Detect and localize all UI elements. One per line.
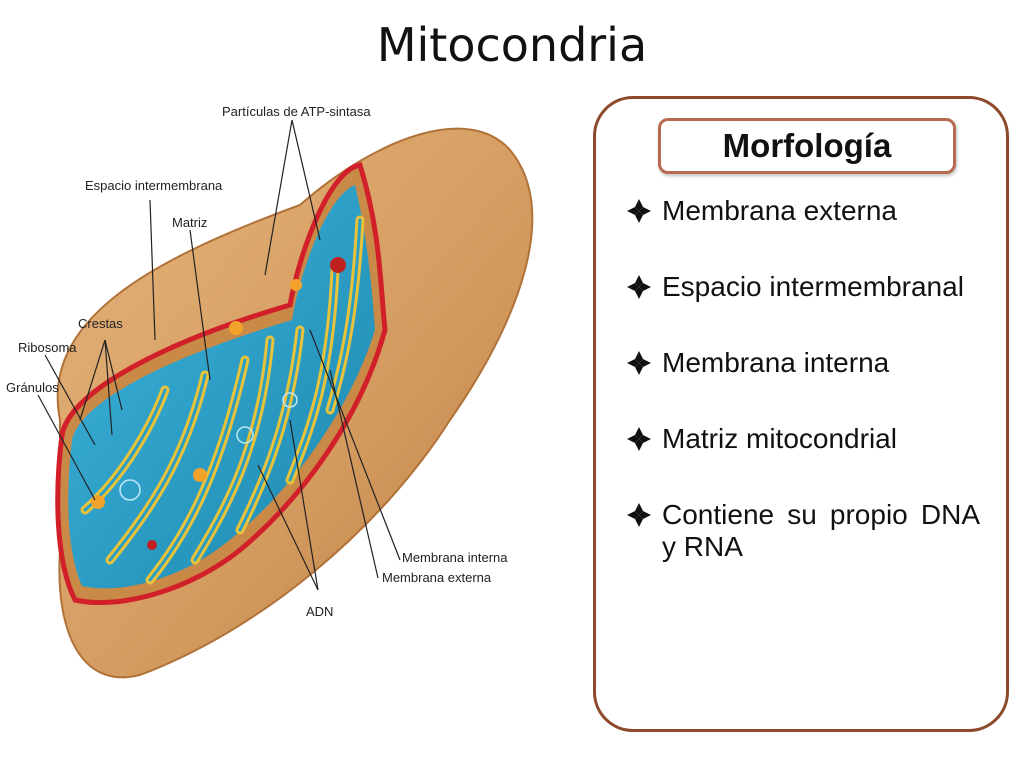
morphology-panel [593, 96, 1009, 732]
label-dna: ADN [306, 604, 333, 619]
morphology-list: Membrana externa Espacio intermembranal … [625, 195, 980, 607]
list-item: Espacio intermembranal [625, 271, 980, 303]
list-item: Matriz mitocondrial [625, 423, 980, 455]
label-granules: Gránulos [6, 380, 59, 395]
mitochondria-diagram: Partículas de ATP-sintasa Espacio interm… [6, 104, 534, 679]
list-item: Contiene su propio DNA y RNA [625, 499, 980, 563]
diamond-bullet-icon [627, 503, 651, 527]
label-intermembrane-space: Espacio intermembrana [85, 178, 223, 193]
label-cristae: Crestas [78, 316, 123, 331]
label-inner-membrane: Membrana interna [402, 550, 508, 565]
panel-heading: Morfología [658, 118, 956, 174]
diamond-bullet-icon [627, 427, 651, 451]
list-item-text: Espacio intermembranal [662, 271, 964, 302]
diamond-bullet-icon [627, 351, 651, 375]
label-matrix: Matriz [172, 215, 207, 230]
list-item-text: Membrana interna [662, 347, 890, 378]
leader-lines [37, 119, 401, 591]
list-item-text: Membrana externa [662, 195, 898, 226]
list-item: Membrana interna [625, 347, 980, 379]
diamond-bullet-icon [627, 199, 651, 223]
slide-title: Mitocondria [376, 18, 648, 72]
matrix-region [68, 185, 375, 589]
label-outer-membrane: Membrana externa [382, 570, 492, 585]
list-item-text: Matriz mitocondrial [662, 423, 897, 454]
list-item: Membrana externa [625, 195, 980, 227]
list-item-text: Contiene su propio DNA y RNA [662, 499, 980, 562]
diamond-bullet-icon [627, 275, 651, 299]
label-ribosome: Ribosoma [18, 340, 77, 355]
label-atp-synthase: Partículas de ATP-sintasa [222, 104, 371, 119]
